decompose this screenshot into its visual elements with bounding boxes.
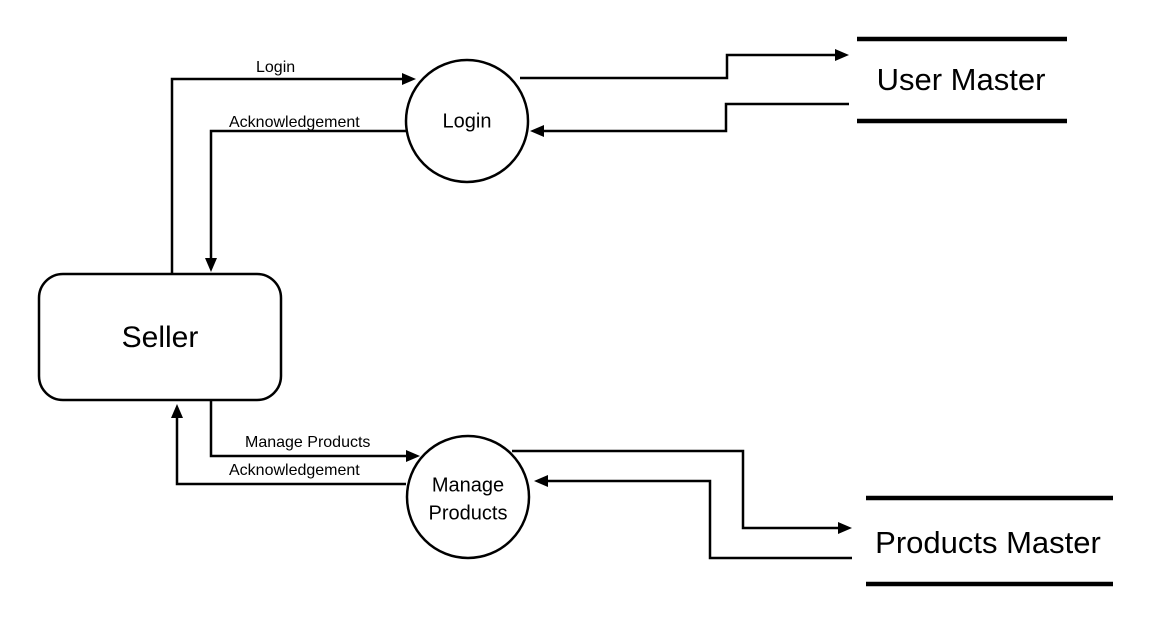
flow-label-acknowledgement-manage: Acknowledgement bbox=[229, 462, 360, 479]
arrowhead-to-manage-products bbox=[406, 450, 420, 462]
manage-products-label-line1: Manage bbox=[432, 474, 504, 496]
user-master-store[interactable]: User Master bbox=[857, 36, 1067, 124]
seller-label: Seller bbox=[122, 321, 199, 354]
manage-products-label-line2: Products bbox=[429, 502, 508, 524]
login-process[interactable]: Login bbox=[404, 58, 530, 184]
arrowhead-to-user-master bbox=[835, 49, 849, 61]
flow-login-to-user-master bbox=[520, 49, 849, 80]
flow-products-master-to-manage bbox=[534, 475, 852, 560]
flow-manage-to-products-master bbox=[512, 449, 852, 534]
arrowhead-to-login-right bbox=[530, 125, 544, 137]
arrowhead-to-seller-top bbox=[205, 258, 217, 272]
products-master-label: Products Master bbox=[875, 525, 1101, 560]
arrowhead-to-manage-right bbox=[534, 475, 548, 487]
flow-label-manage-products: Manage Products bbox=[245, 434, 370, 451]
flow-seller-to-login bbox=[170, 73, 416, 274]
flow-label-acknowledgement-login: Acknowledgement bbox=[229, 114, 360, 131]
seller-entity[interactable]: Seller bbox=[37, 272, 283, 402]
manage-products-circle[interactable] bbox=[405, 434, 531, 560]
flow-label-login: Login bbox=[256, 59, 295, 76]
seller-box[interactable] bbox=[37, 272, 283, 402]
flow-user-master-to-login bbox=[530, 102, 849, 137]
flow-seller-to-manage-products bbox=[209, 400, 420, 462]
user-master-label: User Master bbox=[877, 62, 1046, 97]
flow-login-to-seller bbox=[205, 129, 406, 272]
products-master-store[interactable]: Products Master bbox=[866, 495, 1113, 587]
manage-products-process[interactable]: Manage Products bbox=[405, 434, 531, 560]
arrowhead-to-seller-bottom bbox=[171, 404, 183, 418]
flow-manage-products-to-seller bbox=[171, 404, 406, 486]
login-process-label: Login bbox=[443, 110, 492, 132]
login-circle[interactable] bbox=[404, 58, 530, 184]
arrowhead-to-products-master bbox=[838, 522, 852, 534]
arrowhead-to-login bbox=[402, 73, 416, 85]
